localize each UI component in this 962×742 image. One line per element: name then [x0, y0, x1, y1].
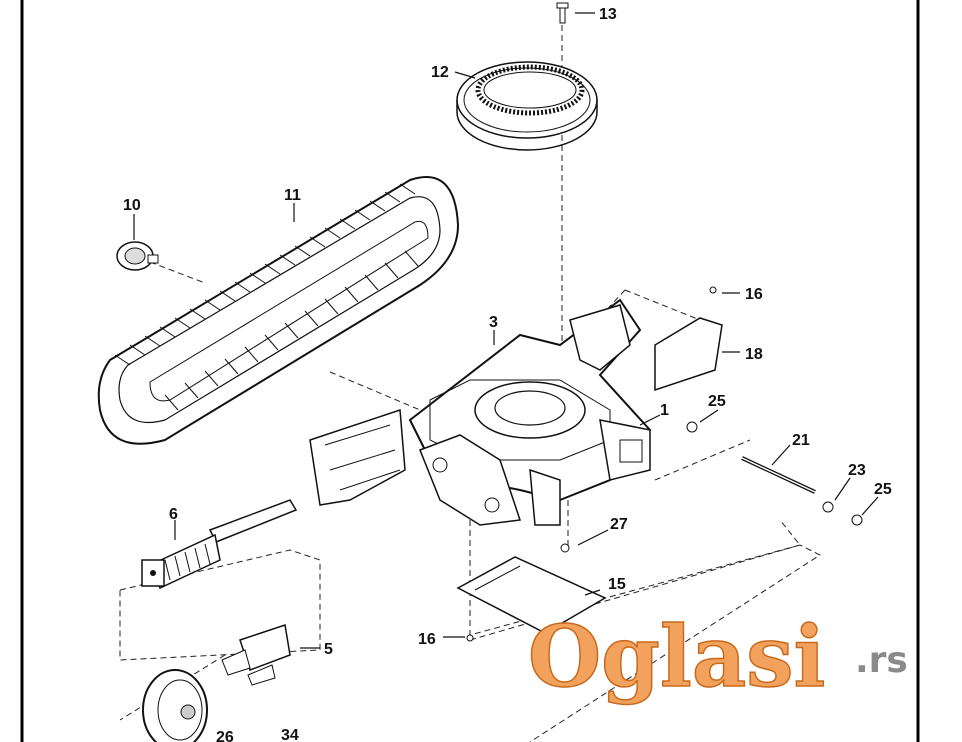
cover-plate [654, 317, 723, 392]
callout-6: 6 [169, 506, 178, 523]
rubber-track [97, 176, 460, 445]
callout-25-bottom: 25 [874, 481, 892, 498]
watermark: Oglasi .rs [527, 606, 908, 707]
watermark-main: Oglasi [528, 607, 825, 706]
callout-3: 3 [489, 314, 498, 331]
callout-16-top: 16 [745, 286, 763, 303]
nut [466, 286, 863, 642]
callout-16-bottom: 16 [418, 631, 436, 648]
watermark-suffix: .rs [855, 640, 908, 681]
callout-21: 21 [792, 432, 810, 449]
callout-11: 11 [284, 187, 301, 204]
callouts: 13 12 10 11 3 16 18 1 25 21 23 25 27 15 … [123, 6, 892, 742]
callout-15: 15 [608, 576, 626, 593]
callout-12: 12 [431, 64, 449, 81]
callout-5: 5 [324, 641, 333, 658]
leader-lines [133, 12, 879, 649]
idler-wheel [142, 669, 208, 742]
callout-23: 23 [848, 462, 866, 479]
callout-25-top: 25 [708, 393, 726, 410]
callout-34: 34 [281, 727, 299, 742]
frame-border [20, 0, 920, 742]
bolt [556, 2, 569, 24]
callout-13: 13 [599, 6, 617, 23]
mounting-bracket [221, 624, 291, 686]
callout-27: 27 [610, 516, 628, 533]
callout-18: 18 [745, 346, 763, 363]
slewing-ring [456, 61, 598, 151]
idler-hub [116, 241, 159, 271]
tension-spring-cylinder [141, 499, 298, 590]
callout-10: 10 [123, 197, 141, 214]
callout-26: 26 [216, 729, 234, 742]
callout-1: 1 [660, 402, 669, 419]
pin [741, 456, 816, 494]
undercarriage-frame [309, 298, 652, 526]
belly-plate [456, 556, 607, 634]
